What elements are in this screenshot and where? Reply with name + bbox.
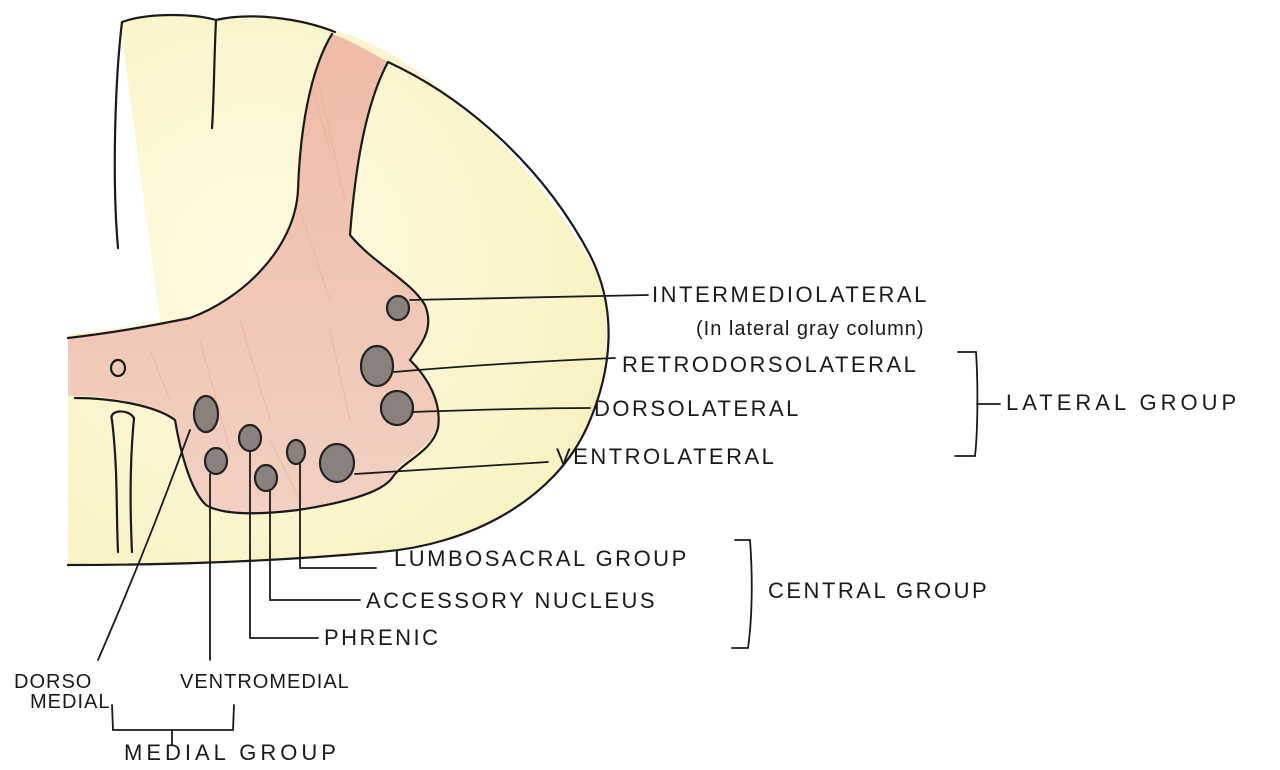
label-lateral-group: LATERAL GROUP [1006,390,1240,415]
nucleus-lumbosacral [287,440,305,464]
label-medial-group: MEDIAL GROUP [124,740,340,765]
label-ventrolateral: VENTROLATERAL [556,444,776,469]
label-intermediolateral-note: (In lateral gray column) [696,318,925,340]
label-phrenic: PHRENIC [324,625,441,650]
nucleus-retrodorsolateral [361,346,393,386]
nucleus-dorsolateral [381,391,413,425]
nucleus-dorsomedial [194,396,218,432]
nucleus-phrenic [239,425,261,451]
label-retrodorsolateral: RETRODORSOLATERAL [622,352,918,377]
label-dorso-medial-2: MEDIAL [30,691,110,713]
label-ventromedial: VENTROMEDIAL [180,671,350,693]
nucleus-intermediolateral [387,296,409,320]
label-accessory-nucleus: ACCESSORY NUCLEUS [366,588,657,613]
label-lumbosacral-group: LUMBOSACRAL GROUP [394,546,689,571]
nucleus-accessory [255,465,277,491]
label-dorso-medial-1: DORSO [14,671,92,693]
nucleus-ventrolateral [320,444,354,482]
label-intermediolateral: INTERMEDIOLATERAL [652,282,929,307]
nucleus-ventromedial [205,448,227,474]
label-central-group: CENTRAL GROUP [768,578,989,603]
label-dorsolateral: DORSOLATERAL [594,396,801,421]
